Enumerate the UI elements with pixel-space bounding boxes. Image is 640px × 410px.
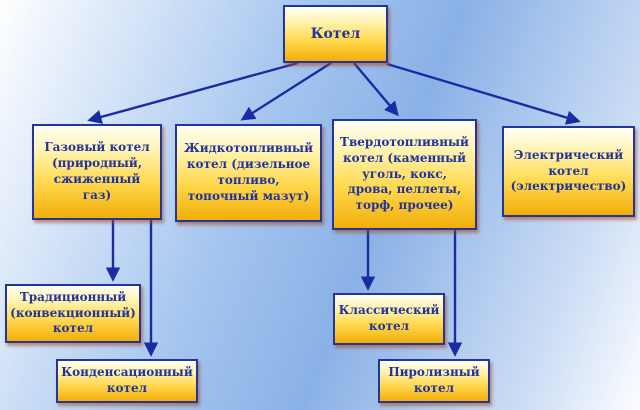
node-solid-fuel-boiler: Твердотопливный котел (каменный уголь, к… bbox=[332, 119, 477, 230]
arrow-root-to-electric bbox=[386, 62, 581, 125]
arrow-root-to-liquid bbox=[240, 61, 332, 121]
node-traditional-convection-boiler: Традиционный (конвекционный) котел bbox=[5, 284, 141, 343]
node-gas-boiler: Газовый котел (природный, сжиженный газ) bbox=[32, 124, 162, 220]
node-liquid-fuel-boiler: Жидкотопливный котел (дизельное топливо,… bbox=[175, 124, 322, 222]
node-pyrolysis-boiler: Пиролизный котел bbox=[378, 359, 490, 403]
node-boiler-root: Котел bbox=[283, 5, 388, 63]
node-classic-boiler: Классический котел bbox=[333, 293, 445, 345]
arrow-root-to-gas bbox=[87, 61, 299, 124]
arrow-root-to-solid bbox=[353, 62, 399, 117]
node-electric-boiler: Электрический котел (электричество) bbox=[502, 126, 635, 217]
node-condensing-boiler: Конденсационный котел bbox=[56, 359, 198, 403]
